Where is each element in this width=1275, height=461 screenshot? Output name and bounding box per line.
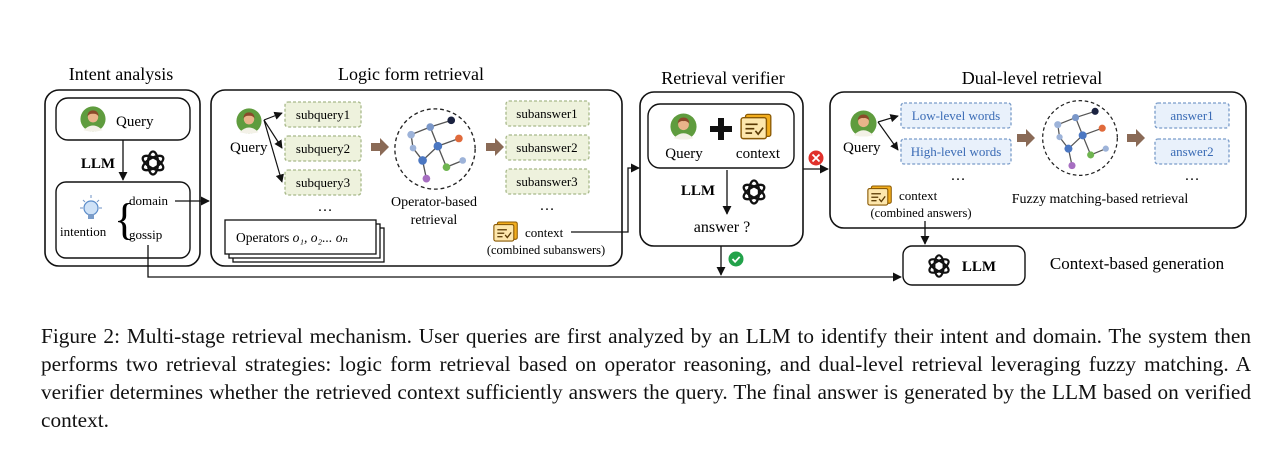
user-avatar-icon <box>80 106 106 132</box>
logic-query-label: Query <box>230 140 268 156</box>
subanswer-box <box>505 134 590 161</box>
generation-llm-label: LLM <box>962 259 996 275</box>
right-arrow-icon <box>1017 129 1035 147</box>
context-to-verifier-arrow <box>571 163 640 233</box>
subanswer-box <box>505 100 590 127</box>
intent-title: Intent analysis <box>69 64 173 84</box>
user-avatar-icon <box>236 108 262 134</box>
dual-fan-arrows <box>877 114 899 151</box>
lightbulb-icon <box>80 195 102 219</box>
subquery-ellipsis: … <box>318 199 333 215</box>
figure-diagram: Intent analysis Query LLM intention { do… <box>44 64 1247 286</box>
low-level-words-box <box>900 102 1012 129</box>
subquery-box <box>284 135 362 162</box>
subquery-box <box>284 169 362 196</box>
subanswer-list: subanswer1 subanswer2 subanswer3 <box>505 100 590 195</box>
dual-context-sub: (combined answers) <box>870 206 971 220</box>
answer-box <box>1154 138 1230 165</box>
logic-title: Logic form retrieval <box>338 64 484 84</box>
high-level-words-box <box>900 138 1012 165</box>
answer-label: answer1 <box>1170 108 1213 123</box>
subquery-label: subquery2 <box>296 141 350 156</box>
generation-label: Context-based generation <box>1050 254 1225 273</box>
operator-retrieval-line1: Operator-based <box>391 195 477 210</box>
high-level-words-label: High-level words <box>911 144 1002 159</box>
subanswer-box <box>505 168 590 195</box>
gossip-to-generation-arrow <box>147 245 902 282</box>
subanswer-ellipsis: … <box>540 198 555 214</box>
subquery-box <box>284 101 362 128</box>
low-level-words-label: Low-level words <box>912 108 1000 123</box>
dual-query-label: Query <box>843 140 881 156</box>
words-ellipsis: … <box>951 168 966 184</box>
dual-title: Dual-level retrieval <box>962 68 1102 88</box>
logic-context-sub: (combined subanswers) <box>487 243 605 257</box>
intention-label: intention <box>60 224 107 239</box>
subanswer-label: subanswer1 <box>516 106 577 121</box>
check-icon <box>728 251 744 267</box>
user-avatar-icon <box>670 113 697 140</box>
operators-stack: Operators o₁, o₂... oₙ <box>224 219 385 263</box>
verifier-answer-label: answer ? <box>694 219 750 236</box>
plus-icon <box>710 118 732 140</box>
gossip-label: gossip <box>129 227 162 242</box>
right-arrow-icon <box>1127 129 1145 147</box>
context-document-icon <box>493 221 518 242</box>
fuzzy-matching-label: Fuzzy matching-based retrieval <box>1012 192 1189 207</box>
context-document-icon <box>867 185 892 206</box>
user-avatar-icon <box>850 110 877 137</box>
right-arrow-icon <box>486 138 504 156</box>
verifier-context-label: context <box>736 146 781 162</box>
subquery-label: subquery3 <box>296 175 350 190</box>
verifier-title: Retrieval verifier <box>661 68 784 88</box>
operators-label: Operators o₁, o₂... oₙ <box>236 230 348 245</box>
answer-label: answer2 <box>1170 144 1213 159</box>
subquery-label: subquery1 <box>296 107 350 122</box>
intent-query-label: Query <box>116 114 154 130</box>
right-arrow-icon <box>371 138 389 156</box>
subanswer-label: subanswer3 <box>516 174 577 189</box>
subquery-list: subquery1 subquery2 subquery3 <box>284 101 362 196</box>
verifier-query-label: Query <box>665 146 703 162</box>
domain-label: domain <box>129 193 168 208</box>
fan-out-arrows <box>263 111 284 183</box>
verifier-llm-label: LLM <box>681 183 715 199</box>
answers-ellipsis: … <box>1185 168 1200 184</box>
operator-retrieval-line2: retrieval <box>411 213 458 228</box>
subanswer-label: subanswer2 <box>516 140 577 155</box>
dual-context-label: context <box>899 188 938 203</box>
cross-icon <box>808 150 824 166</box>
intent-llm-label: LLM <box>81 156 115 172</box>
brace: { <box>114 195 135 244</box>
generation-llm-box <box>902 245 1026 286</box>
figure-caption: Figure 2: Multi-stage retrieval mechanis… <box>41 324 1251 432</box>
answer-box <box>1154 102 1230 129</box>
context-document-icon <box>740 113 772 140</box>
logic-context-label: context <box>525 225 564 240</box>
